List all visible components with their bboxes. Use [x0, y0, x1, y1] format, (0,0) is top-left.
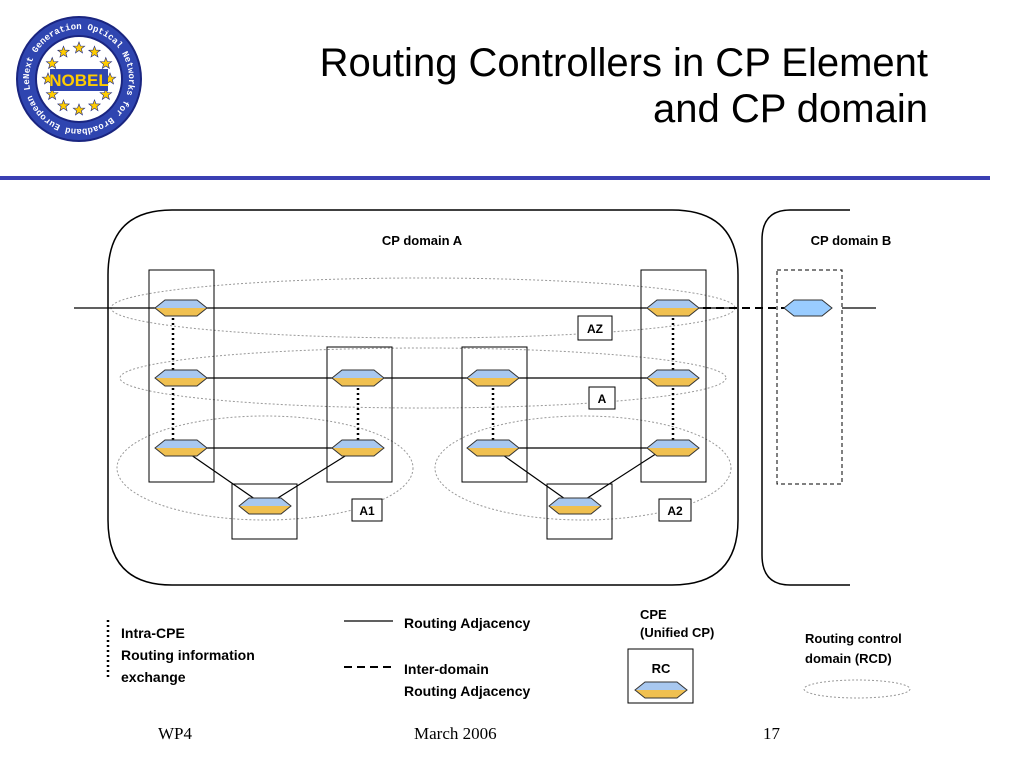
rc-icon: [466, 369, 520, 387]
cp-domain-b-boundary: [761, 209, 850, 586]
rc-icon: [331, 439, 385, 457]
legend-inter-domain-line2: Routing Adjacency: [404, 683, 530, 699]
cp-domain-b-label: CP domain B: [811, 233, 892, 248]
level-label-box-a: [588, 386, 616, 410]
level-label-a2: A2: [667, 504, 683, 518]
rc-icon: [646, 439, 700, 457]
rc-icon: [238, 497, 292, 515]
level-label-box-a1: [351, 498, 383, 522]
legend-cpe-line2: (Unified CP): [640, 625, 714, 640]
cpe-box-mid-left: [326, 346, 393, 483]
logo-center-text: NOBEL: [49, 71, 109, 90]
a2-link-left: [492, 447, 576, 507]
level-label-az: AZ: [587, 322, 603, 336]
logo-star-icon: [45, 56, 59, 70]
page-number: 17: [763, 724, 780, 743]
logo-star-icon: [99, 87, 113, 101]
legend-intra-cpe-line2: Routing information: [121, 647, 255, 663]
level-label-a: A: [598, 392, 607, 406]
logo-star-icon: [72, 103, 86, 116]
page-title: Routing Controllers in CP Element and CP…: [320, 40, 928, 132]
rc-icon: [646, 299, 700, 317]
logo-star-icon: [56, 45, 71, 58]
cpe-box-domain-b: [776, 269, 843, 485]
cp-domain-a-boundary: [107, 209, 739, 586]
legend-rcd-ellipse: [803, 679, 911, 699]
rc-icon: [154, 439, 208, 457]
logo-star-icon: [87, 45, 102, 58]
rcd-a1-ellipse: [116, 415, 414, 521]
legend-rcd-line1: Routing control: [805, 631, 902, 646]
a1-link-left: [180, 447, 266, 507]
cpe-box-left: [148, 269, 215, 483]
legend-rc-label: RC: [652, 661, 671, 676]
footer-left-text: WP4: [158, 724, 192, 743]
a2-link-right: [574, 447, 666, 507]
rc-icon: [154, 299, 208, 317]
title-divider: [0, 176, 990, 180]
rc-icon: [646, 369, 700, 387]
legend-inter-domain-line1: Inter-domain: [404, 661, 489, 677]
level-label-box-a2: [658, 498, 692, 522]
rcd-a-ellipse: [119, 347, 727, 409]
rc-icon: [154, 369, 208, 387]
rc-icon: [331, 369, 385, 387]
level-label-box-az: [577, 315, 613, 341]
a1-link-right: [264, 447, 359, 507]
cpe-box-a2-bottom: [546, 483, 613, 540]
legend-intra-cpe-line3: exchange: [121, 669, 186, 685]
cpe-box-mid-right: [461, 346, 528, 483]
footer-date: March 2006: [414, 724, 497, 743]
logo-star-icon: [45, 87, 59, 101]
legend-rcd-line2: domain (RCD): [805, 651, 892, 666]
level-label-a1: A1: [359, 504, 375, 518]
legend-cpe-box: [627, 648, 694, 704]
cp-domain-a-label: CP domain A: [382, 233, 463, 248]
rcd-a2-ellipse: [434, 415, 732, 521]
title-line-1: Routing Controllers in CP Element: [319, 41, 928, 85]
logo-star-icon: [56, 98, 71, 112]
logo-star-icon: [99, 56, 113, 70]
legend-rc-icon: [634, 681, 688, 699]
rc-icon: [548, 497, 602, 515]
title-line-2: and CP domain: [653, 87, 928, 131]
legend-routing-adjacency-label: Routing Adjacency: [404, 615, 530, 631]
rc-icon: [466, 439, 520, 457]
rc-icon-domain-b: [783, 299, 833, 317]
legend-cpe-line1: CPE: [640, 607, 667, 622]
logo-star-icon: [72, 41, 86, 54]
nobel-logo: Next Generation Optical Networks for Bro…: [14, 14, 142, 142]
cpe-box-a1-bottom: [231, 483, 298, 540]
logo-star-icon: [87, 98, 102, 112]
cpe-box-right: [640, 269, 707, 483]
legend-intra-cpe-line1: Intra-CPE: [121, 625, 185, 641]
